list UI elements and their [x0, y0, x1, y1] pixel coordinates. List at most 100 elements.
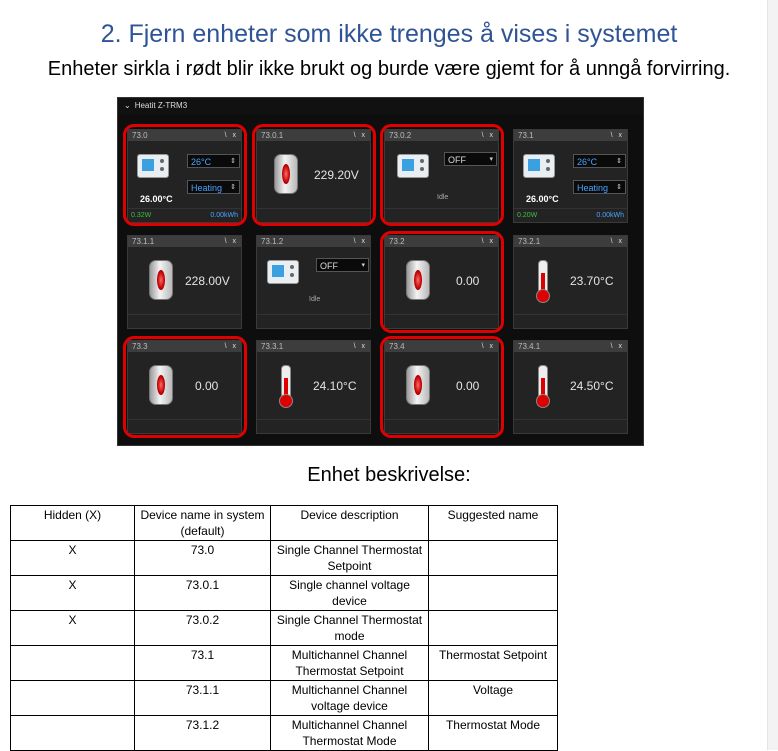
thermostat-icon: [523, 154, 555, 178]
card-footer: [257, 314, 370, 328]
device-card-73-0-1: 73.0.1\ x 229.20V: [256, 129, 371, 223]
panel-title: Heatit Z-TRM3: [134, 101, 188, 110]
temperature-value: 23.70°C: [570, 274, 614, 288]
device-card-73-4-1: 73.4.1\ x 24.50°C: [513, 340, 628, 434]
cell-description: Single Channel Thermostat Setpoint: [270, 540, 429, 576]
voltage-icon: [149, 260, 173, 300]
cell-description: Multichannel Channel voltage device: [270, 680, 429, 716]
cell-device-name: 73.0.2: [134, 610, 271, 646]
thermometer-icon: [536, 365, 550, 408]
card-buttons: \ x: [224, 238, 238, 245]
thermostat-icon: [397, 154, 429, 178]
card-id: 73.0.1: [261, 131, 284, 140]
cell-suggested-name: [428, 540, 558, 576]
setpoint-select[interactable]: 26°C⇕: [187, 154, 240, 168]
card-footer: [514, 314, 627, 328]
header-device-description: Device description: [270, 505, 429, 541]
card-buttons: \ x: [353, 343, 367, 350]
device-card-73-3: 73.3\ x 0.00: [127, 340, 242, 434]
device-value: 0.00: [195, 379, 219, 393]
card-buttons: \ x: [224, 132, 238, 139]
section-heading: 2. Fjern enheter som ikke trenges å vise…: [100, 20, 678, 48]
cell-suggested-name: Voltage: [428, 680, 558, 716]
highlight-73-0: [123, 124, 247, 226]
highlight-73-0-1: [252, 124, 376, 226]
card-buttons: \ x: [481, 132, 495, 139]
voltage-icon: [149, 365, 173, 405]
table-row: 73.1 Multichannel Channel Thermostat Set…: [10, 645, 558, 681]
table-row: X 73.0.2 Single Channel Thermostat mode: [10, 610, 558, 646]
highlight-73-2: [380, 231, 504, 333]
cell-hidden: X: [10, 540, 135, 576]
cell-device-name: 73.0: [134, 540, 271, 576]
cell-description: Multichannel Channel Thermostat Mode: [270, 715, 429, 751]
card-id: 73.1.2: [261, 237, 284, 246]
header-hidden: Hidden (X): [10, 505, 135, 541]
status-text: Idle: [437, 194, 449, 201]
cell-device-name: 73.1: [134, 645, 271, 681]
card-buttons: \ x: [224, 343, 238, 350]
card-id: 73.2.1: [518, 237, 541, 246]
device-card-73-2-1: 73.2.1\ x 23.70°C: [513, 235, 628, 329]
status-text: Idle: [309, 296, 321, 303]
cell-device-name: 73.1.2: [134, 715, 271, 751]
cell-description: Single channel voltage device: [270, 575, 429, 611]
highlight-73-0-2: [380, 124, 504, 226]
voltage-icon: [274, 154, 298, 194]
card-id: 73.3.1: [261, 342, 284, 351]
highlight-73-4: [380, 336, 504, 438]
panel-header: ⌄Heatit Z-TRM3: [118, 98, 643, 114]
device-card-73-4: 73.4\ x 0.00: [384, 340, 499, 434]
header-device-name: Device name in system (default): [134, 505, 271, 541]
card-footer: [514, 419, 627, 433]
voltage-icon: [406, 260, 430, 300]
device-card-73-1-1: 73.1.1\ x 228.00V: [127, 235, 242, 329]
thermometer-icon: [536, 260, 550, 303]
setpoint-select[interactable]: 26°C⇕: [573, 154, 626, 168]
card-id: 73.2: [389, 237, 405, 246]
device-card-73-2: 73.2\ x 0.00: [384, 235, 499, 329]
table-row: X 73.0.1 Single channel voltage device: [10, 575, 558, 611]
vertical-scrollbar[interactable]: [767, 0, 778, 750]
card-footer: [257, 208, 370, 222]
card-footer: [385, 419, 498, 433]
cell-suggested-name: [428, 575, 558, 611]
mode-select[interactable]: Heating⇕: [573, 180, 626, 194]
voltage-icon: [406, 365, 430, 405]
mode-select[interactable]: OFF▾: [316, 258, 369, 272]
card-footer: [385, 314, 498, 328]
temperature-value: 26.00°C: [526, 194, 559, 204]
thermostat-icon: [137, 154, 169, 178]
card-buttons: \ x: [481, 238, 495, 245]
cell-device-name: 73.0.1: [134, 575, 271, 611]
card-id: 73.4.1: [518, 342, 541, 351]
cell-description: Single Channel Thermostat mode: [270, 610, 429, 646]
mode-select[interactable]: OFF▾: [444, 152, 497, 166]
device-value: 0.00: [456, 379, 480, 393]
card-footer: [257, 419, 370, 433]
device-card-73-3-1: 73.3.1 \ x 24.10°C: [256, 340, 371, 434]
card-footer: [385, 208, 498, 222]
table-row: 73.1.1 Multichannel Channel voltage devi…: [10, 680, 558, 716]
cell-suggested-name: [428, 610, 558, 646]
highlight-73-3: [123, 336, 247, 438]
cell-hidden: X: [10, 610, 135, 646]
device-card-73-0-2: 73.0.2\ x OFF▾ Idle: [384, 129, 499, 223]
temperature-value: 24.50°C: [570, 379, 614, 393]
card-id: 73.4: [389, 342, 405, 351]
cell-suggested-name: Thermostat Setpoint: [428, 645, 558, 681]
temperature-value: 24.10°C: [313, 379, 357, 393]
mode-select[interactable]: Heating⇕: [187, 180, 240, 194]
section-description: Enheter sirkla i rødt blir ikke brukt og…: [47, 58, 731, 80]
cell-device-name: 73.1.1: [134, 680, 271, 716]
table-row: X 73.0 Single Channel Thermostat Setpoin…: [10, 540, 558, 576]
cell-hidden: [10, 715, 135, 751]
card-footer: [128, 419, 241, 433]
voltage-value: 228.00V: [185, 274, 230, 288]
device-panel-screenshot: ⌄Heatit Z-TRM3 73.0\ x 26°C⇕ Heating⇕ 26…: [117, 97, 644, 446]
cell-hidden: [10, 645, 135, 681]
chevron-down-icon: ⌄: [124, 101, 131, 110]
